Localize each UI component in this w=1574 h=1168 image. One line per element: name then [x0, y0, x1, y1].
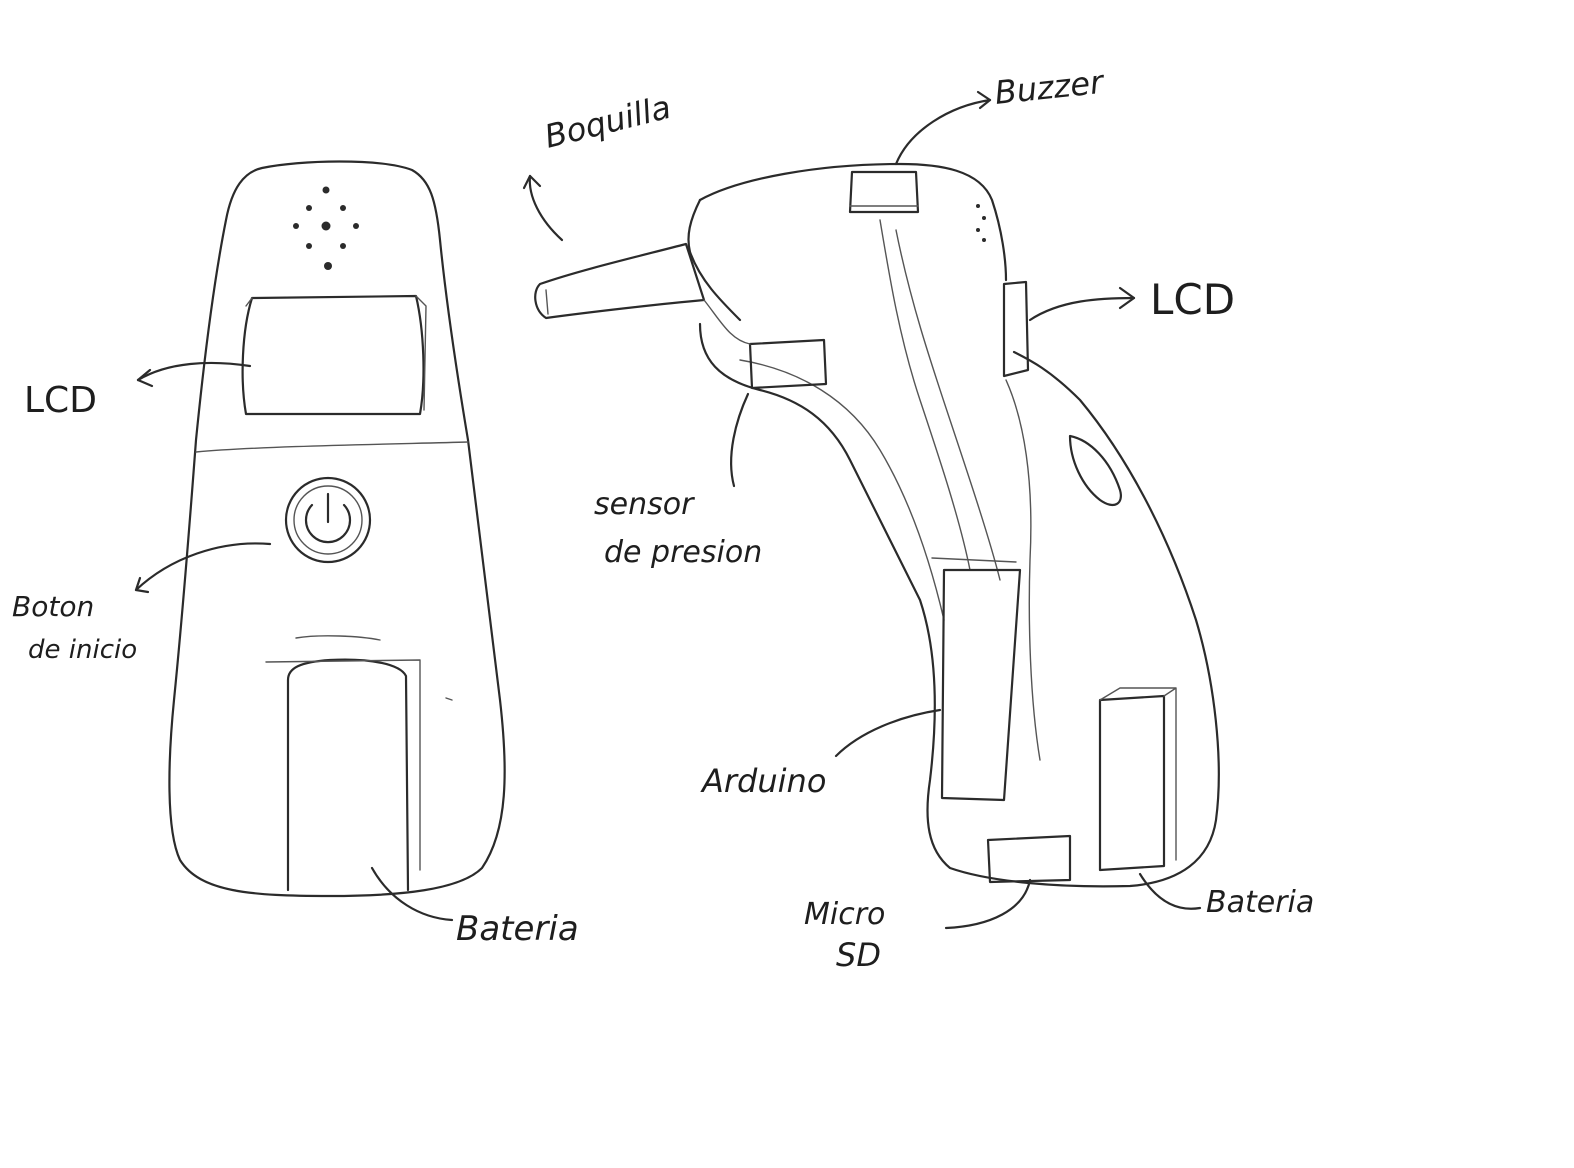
side-lcd-label: LCD — [1150, 275, 1235, 324]
arduino-label: Arduino — [700, 762, 826, 800]
side-lcd-screen — [1004, 282, 1028, 376]
buzzer-label: Buzzer — [993, 63, 1107, 112]
front-battery-compartment — [288, 660, 408, 890]
pressure-sensor-label-line2: de presion — [604, 535, 762, 570]
microsd-slot — [988, 836, 1070, 882]
pressure-sensor-label-line1: sensor — [594, 487, 695, 522]
front-view-device — [169, 162, 504, 897]
side-battery-label: Bateria — [1206, 885, 1314, 920]
front-lcd-label: LCD — [24, 380, 97, 421]
microsd-label-line1: Micro — [804, 897, 885, 932]
front-body-outline — [169, 162, 504, 897]
power-button-label-line1: Boton — [12, 590, 94, 623]
mouthpiece-nozzle — [535, 244, 704, 318]
side-speaker-dots-icon — [976, 204, 986, 242]
front-body-inner-contour — [196, 442, 468, 452]
speaker-grille-icon — [293, 187, 359, 271]
arduino-board — [942, 570, 1020, 800]
microsd-label-line2: SD — [836, 936, 881, 974]
side-body-top — [700, 164, 1006, 280]
power-button-label-line2: de inicio — [28, 635, 137, 665]
front-lcd-screen — [243, 296, 424, 414]
mouthpiece-label: Boquilla — [541, 88, 675, 156]
power-button-icon — [286, 478, 370, 562]
front-battery-label: Bateria — [456, 909, 579, 949]
side-view-device — [535, 164, 1219, 886]
side-front-face — [700, 324, 1219, 886]
side-battery — [1100, 696, 1164, 870]
